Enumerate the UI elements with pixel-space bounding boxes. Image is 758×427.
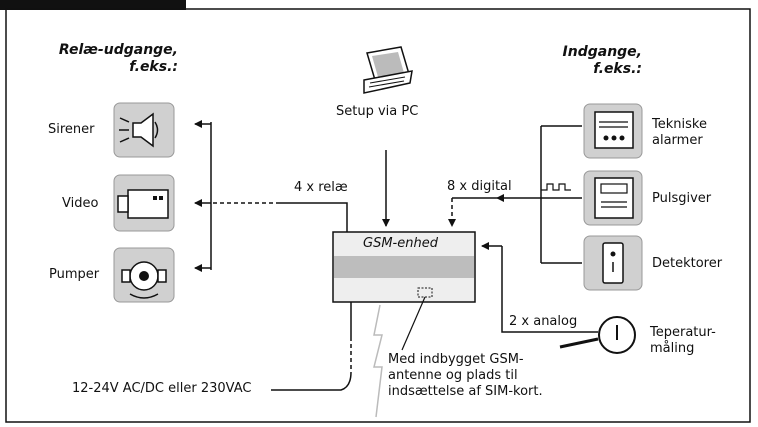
header-tab [0,0,186,10]
thermometer-label-line1: Teperatur- [650,325,716,340]
thermometer-icon [559,316,636,354]
pulse-meter-icon [583,170,643,226]
outputs-header: Relæ-udgange, f.eks.: [58,42,178,76]
outputs-header-line2: f.eks.: [129,59,178,75]
digital-label: 8 x digital [447,179,512,194]
siren-icon [113,102,175,158]
alarm-panel-icon [583,103,643,159]
inputs-header: Indgange, f.eks.: [560,44,642,78]
thermometer-label-line2: måling [650,341,695,356]
antenna-note: Med indbygget GSM- antenne og plads til … [388,352,543,400]
input-label-detektorer: Detektorer [652,256,723,271]
pc-label: Setup via PC [336,104,419,119]
antenna-note-line1: Med indbygget GSM- [388,352,524,367]
detector-icon [583,235,643,291]
laptop-icon [363,46,413,94]
input-label-pulsgiver: Pulsgiver [652,191,712,206]
power-label: 12-24V AC/DC eller 230VAC [72,381,252,396]
output-label-video: Video [62,196,99,211]
frame-border [5,8,751,423]
gsm-device [332,231,476,303]
input-label-alarms-line2: alarmer [652,133,703,148]
outputs-header-line1: Relæ-udgange, [58,42,178,58]
thermometer-label: Teperatur- måling [650,325,716,357]
device-label: GSM-enhed [363,236,438,251]
output-label-sirener: Sirener [48,122,95,137]
analog-label: 2 x analog [509,314,578,329]
inputs-header-line2: f.eks.: [593,61,642,77]
inputs-header-line1: Indgange, [562,44,642,60]
video-camera-icon [113,174,175,232]
output-label-pumper: Pumper [49,267,100,282]
antenna-note-line3: indsættelse af SIM-kort. [388,384,543,399]
input-label-alarms: Tekniske alarmer [652,117,707,149]
antenna-note-line2: antenne og plads til [388,368,518,383]
input-label-alarms-line1: Tekniske [652,117,707,132]
relay-label: 4 x relæ [294,180,348,195]
pump-icon [113,247,175,303]
